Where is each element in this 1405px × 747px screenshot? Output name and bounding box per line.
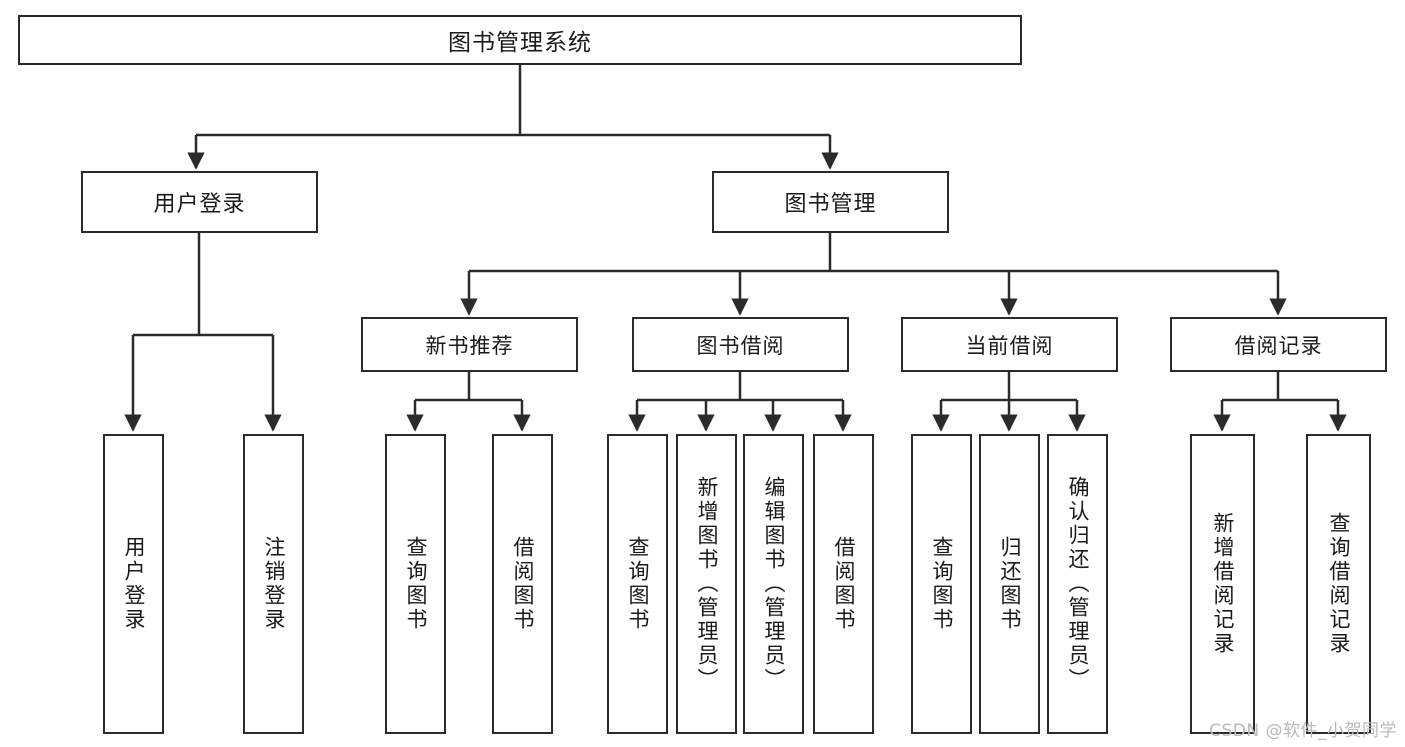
node-book-borrow[interactable]: 图书借阅	[632, 317, 849, 372]
leaf-label: 查询借阅记录	[1327, 512, 1351, 656]
leaf-label: 归还图书	[998, 536, 1022, 632]
node-root-book-management-system[interactable]: 图书管理系统	[18, 15, 1022, 65]
leaf-borrow-book[interactable]: 借阅图书	[813, 434, 874, 734]
leaf-add-book-admin[interactable]: 新增图书（管理员）	[676, 434, 737, 734]
leaf-query-borrow-record[interactable]: 查询借阅记录	[1306, 434, 1371, 734]
leaf-user-login[interactable]: 用户登录	[103, 434, 164, 734]
leaf-label: 注销登录	[262, 536, 286, 632]
node-label: 图书管理系统	[448, 30, 592, 56]
node-label: 用户登录	[153, 192, 246, 217]
leaf-borrow-book-newbook[interactable]: 借阅图书	[492, 434, 553, 734]
leaf-confirm-return-admin[interactable]: 确认归还（管理员）	[1047, 434, 1108, 734]
leaf-query-book-current[interactable]: 查询图书	[911, 434, 972, 734]
leaf-return-book[interactable]: 归还图书	[979, 434, 1040, 734]
node-label: 新书推荐	[425, 333, 514, 358]
leaf-logout[interactable]: 注销登录	[243, 434, 304, 734]
node-label: 借阅记录	[1234, 333, 1323, 358]
leaf-label: 查询图书	[930, 536, 954, 632]
leaf-query-book-newbook[interactable]: 查询图书	[385, 434, 446, 734]
leaf-label: 新增借阅记录	[1211, 512, 1235, 656]
leaf-label: 新增图书（管理员）	[695, 476, 719, 692]
node-label: 当前借阅	[965, 333, 1054, 358]
leaf-query-book-borrow[interactable]: 查询图书	[607, 434, 668, 734]
node-label: 图书借阅	[696, 333, 785, 358]
leaf-add-borrow-record[interactable]: 新增借阅记录	[1190, 434, 1255, 734]
leaf-label: 编辑图书（管理员）	[762, 476, 786, 692]
node-book-management[interactable]: 图书管理	[712, 171, 949, 233]
node-label: 图书管理	[784, 192, 877, 217]
leaf-edit-book-admin[interactable]: 编辑图书（管理员）	[743, 434, 804, 734]
leaf-label: 借阅图书	[511, 536, 535, 632]
node-user-login[interactable]: 用户登录	[81, 171, 318, 233]
leaf-label: 确认归还（管理员）	[1066, 476, 1090, 692]
node-new-book-recommend[interactable]: 新书推荐	[361, 317, 578, 372]
leaf-label: 查询图书	[404, 536, 428, 632]
leaf-label: 查询图书	[626, 536, 650, 632]
leaf-label: 借阅图书	[832, 536, 856, 632]
node-current-borrow[interactable]: 当前借阅	[901, 317, 1118, 372]
node-borrow-records[interactable]: 借阅记录	[1170, 317, 1387, 372]
leaf-label: 用户登录	[122, 536, 146, 632]
